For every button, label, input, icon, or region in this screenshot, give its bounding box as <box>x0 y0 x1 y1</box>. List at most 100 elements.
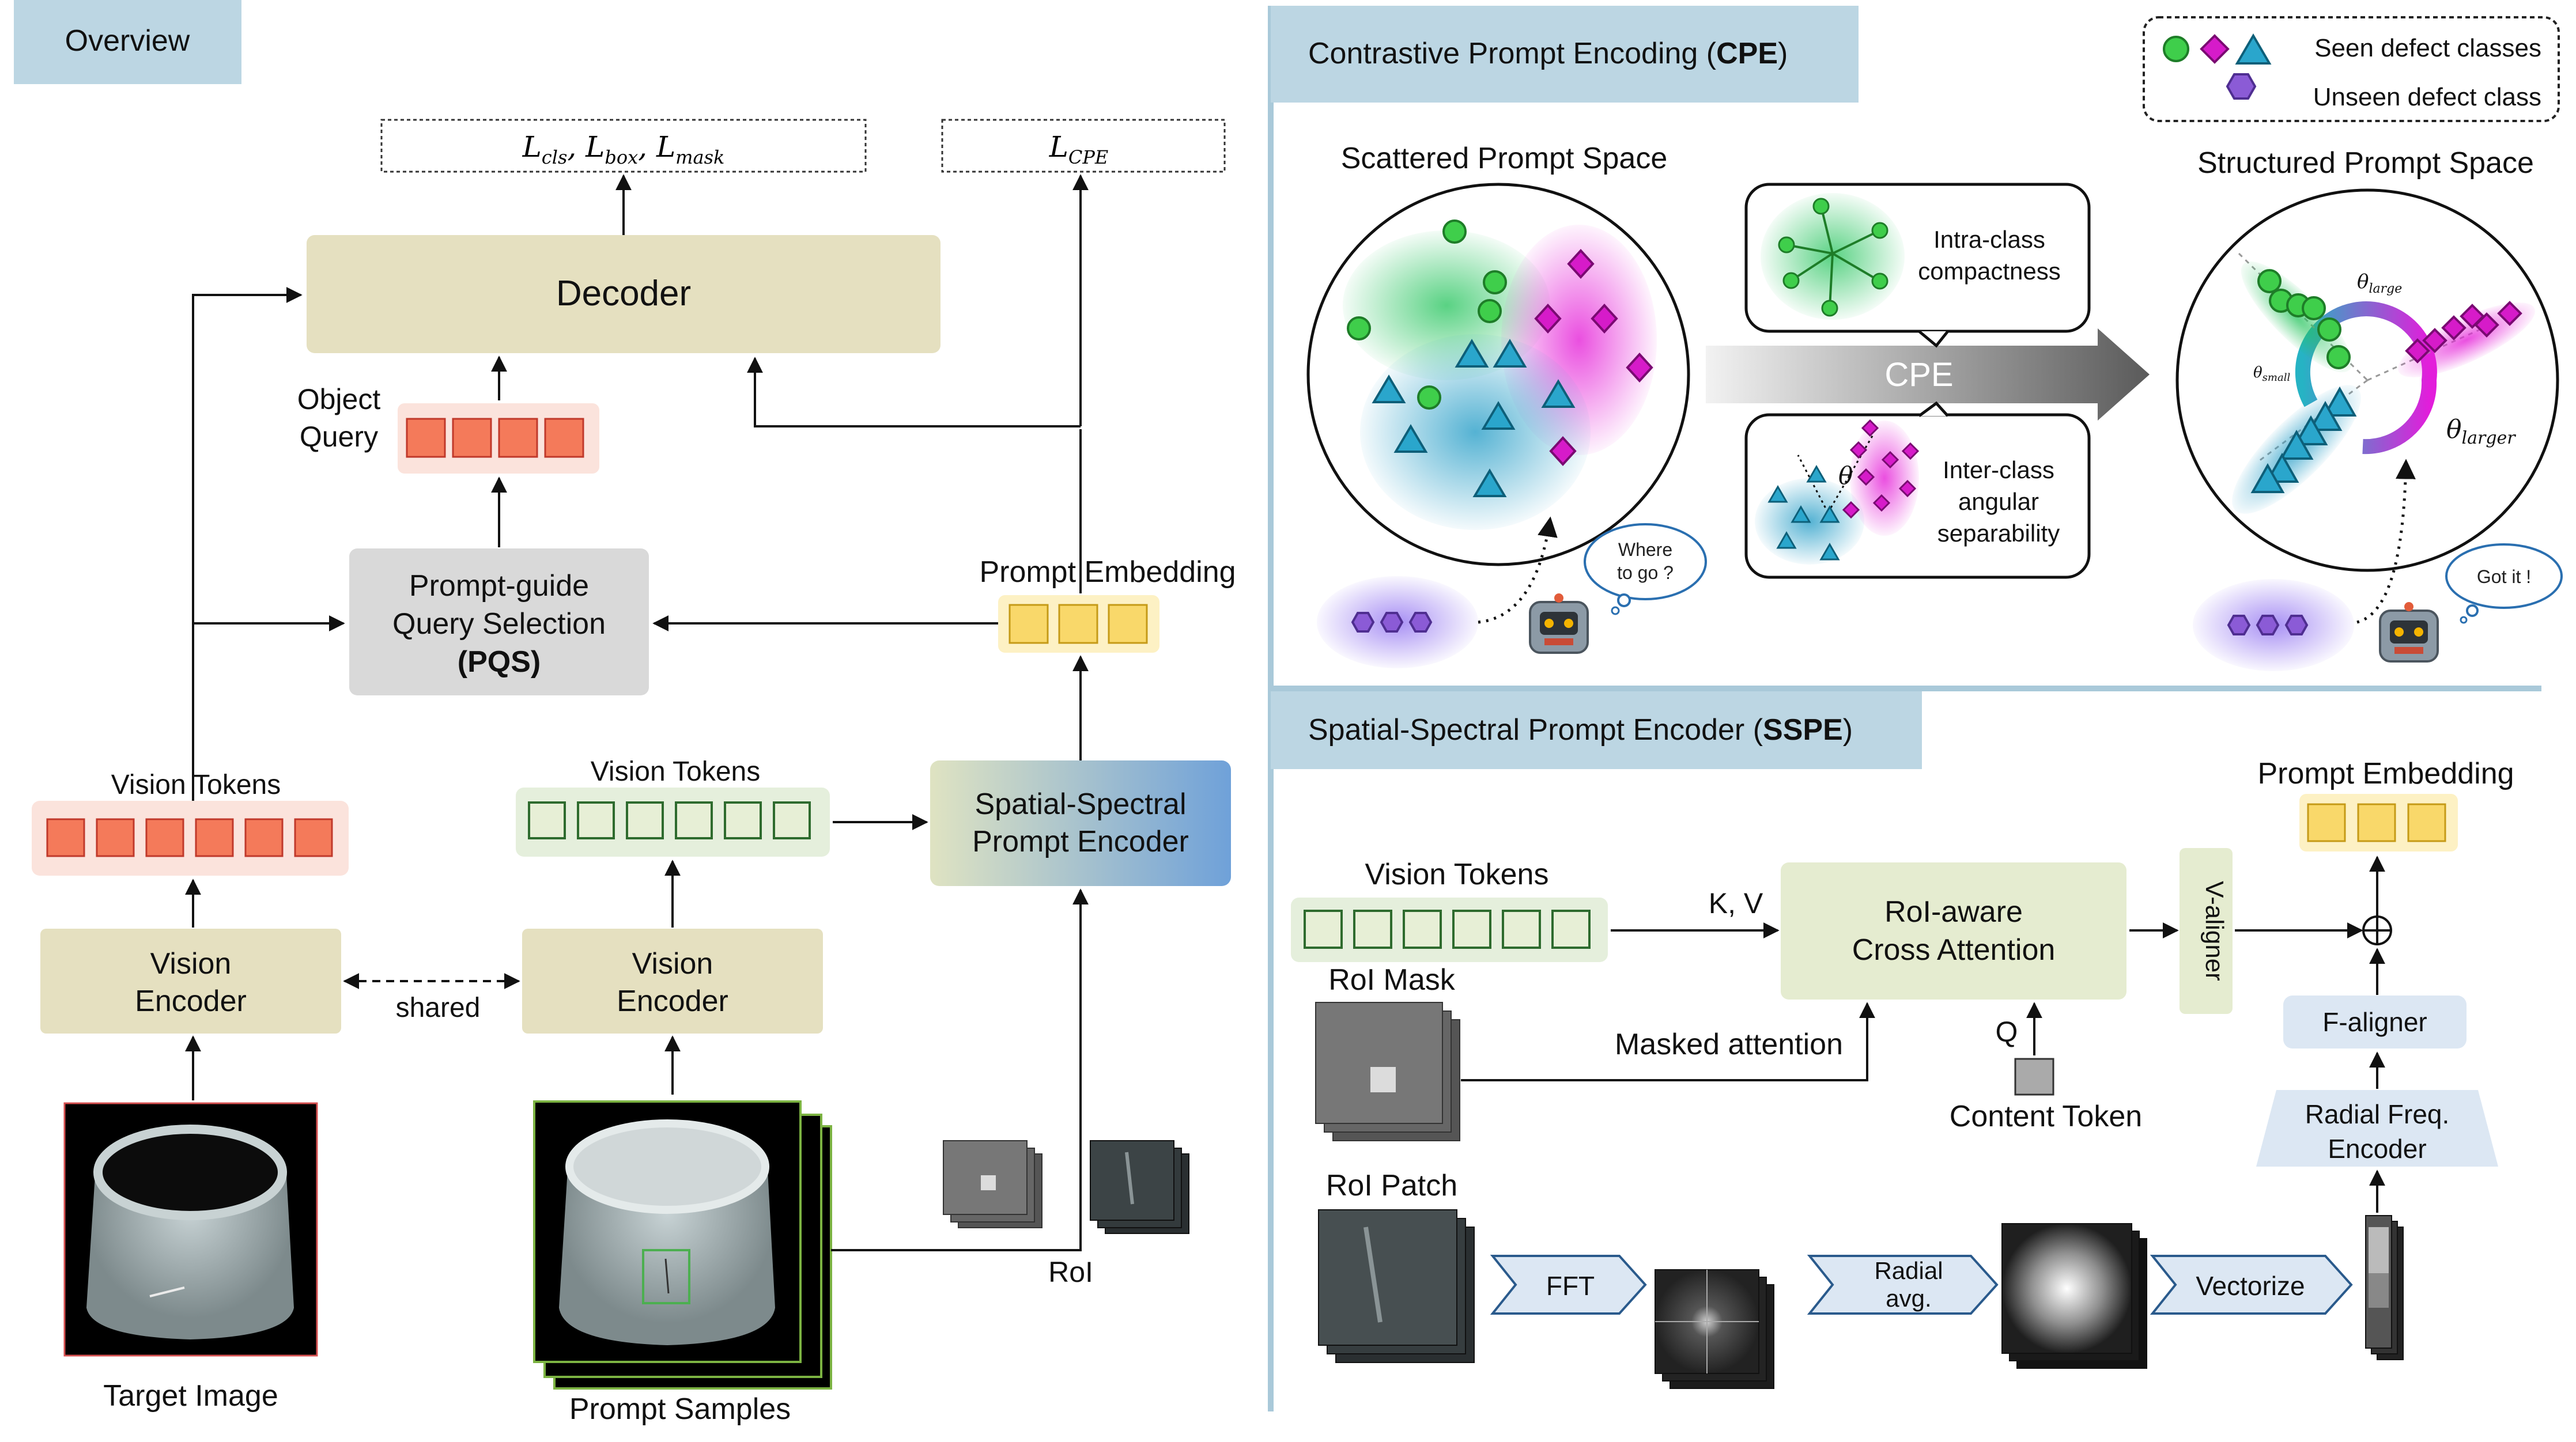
bubble-where-text-1: Where <box>1618 539 1672 560</box>
roi-label: RoI <box>1048 1256 1093 1288</box>
inter-class-label-1: Inter-class <box>1943 456 2054 483</box>
prompt-samples-stack <box>533 1100 832 1390</box>
roi-cross-label-2: Cross Attention <box>1852 933 2056 967</box>
vision-encoder-left <box>40 929 341 1034</box>
kv-label: K, V <box>1709 887 1763 919</box>
roi-mask-stack <box>1315 1002 1460 1141</box>
roi-cross-attention-block <box>1781 862 2126 1000</box>
legend-cyan-triangle-icon <box>2235 33 2272 65</box>
vectorize-step <box>2150 1255 2353 1315</box>
structured-space-title: Structured Prompt Space <box>2197 146 2534 180</box>
prompt-embedding-label: Prompt Embedding <box>979 555 1236 589</box>
cpe-panel: Contrastive Prompt Encoding (CPE) Seen d… <box>1271 6 2563 671</box>
object-query-label-2: Query <box>300 421 378 453</box>
cpe-loss-text: LCPE <box>1049 130 1109 168</box>
roi-mask-label: RoI Mask <box>1328 963 1456 997</box>
vision-tokens-left-label: Vision Tokens <box>111 770 281 800</box>
legend-purple-hexagon-icon <box>2226 73 2257 100</box>
legend-magenta-diamond-icon <box>2200 34 2230 64</box>
robot-right-icon <box>2379 602 2439 663</box>
radial-freq-encoder-block <box>2256 1090 2498 1167</box>
scattered-space-title: Scattered Prompt Space <box>1341 142 1668 175</box>
object-query-label-1: Object <box>297 383 381 415</box>
cpe-section-label: Contrastive Prompt Encoding (CPE) <box>1308 37 1788 70</box>
inter-class-label-3: separability <box>1937 520 2060 547</box>
f-aligner-block <box>2283 996 2467 1049</box>
roi-cross-label-1: RoI-aware <box>1884 895 2023 929</box>
vision-encoder-left-label-2: Encoder <box>135 985 247 1018</box>
target-image-label: Target Image <box>103 1379 278 1413</box>
main-loss-box <box>380 119 867 173</box>
decoder-block <box>307 235 940 353</box>
cpe-transform-arrow <box>1706 328 2150 421</box>
sspe-label-box <box>1271 691 1922 769</box>
sspe-label-2: Prompt Encoder <box>972 825 1189 858</box>
v-aligner-label: V-aligner <box>2200 881 2228 981</box>
vectorize-label: Vectorize <box>2196 1271 2305 1301</box>
legend-unseen-label: Unseen defect class <box>2313 83 2541 111</box>
theta-small-label: θsmall <box>2253 364 2290 384</box>
decoder-label: Decoder <box>556 274 691 313</box>
vision-encoder-right-label-2: Encoder <box>617 985 728 1018</box>
target-image <box>63 1102 318 1357</box>
structured-cyan-points <box>2250 386 2357 493</box>
overview-label: Overview <box>65 24 190 58</box>
theta-larger-label: θlarger <box>2446 415 2516 448</box>
radial-average-stack <box>2001 1223 2147 1369</box>
pqs-block <box>349 548 649 695</box>
vision-tokens-left-row <box>46 818 333 857</box>
roi-patch-label: RoI Patch <box>1326 1169 1457 1202</box>
intra-class-label-2: compactness <box>1918 258 2060 285</box>
roi-patch-mini <box>1090 1140 1189 1234</box>
pqs-label-2: Query Selection <box>392 607 606 641</box>
radial-avg-label-2: avg. <box>1886 1285 1931 1312</box>
legend-seen-label: Seen defect classes <box>2314 34 2541 62</box>
vision-tokens-mid-label: Vision Tokens <box>591 756 760 787</box>
v-aligner-block <box>2180 848 2233 1014</box>
object-query-token-row <box>406 418 584 458</box>
vision-encoder-right-label-1: Vision <box>632 947 713 981</box>
structured-magenta-points <box>2405 301 2522 364</box>
radial-encoder-label-1: Radial Freq. <box>2305 1099 2450 1129</box>
legend-green-circle-icon <box>2163 36 2189 62</box>
vision-encoder-right <box>522 929 823 1034</box>
sspe-block <box>930 760 1231 886</box>
f-aligner-label: F-aligner <box>2322 1007 2427 1037</box>
prompt-embedding-token-row <box>1009 604 1148 644</box>
q-label: Q <box>1996 1016 2018 1048</box>
fft-label: FFT <box>1546 1271 1595 1301</box>
intra-class-label-1: Intra-class <box>1933 226 2045 253</box>
inter-theta-label: θ <box>1838 461 1853 490</box>
radial-avg-label-1: Radial <box>1874 1257 1943 1284</box>
theta-large-label: θlarge <box>2357 270 2402 296</box>
vision-encoder-left-label-1: Vision <box>150 947 232 981</box>
cpe-loss-box <box>941 119 1226 173</box>
sspe-label-1: Spatial-Spectral <box>975 788 1186 821</box>
roi-mask-mini <box>943 1140 1043 1228</box>
bubble-where-text-2: to go ? <box>1617 562 1674 583</box>
fft-spectrum-stack <box>1655 1269 1774 1389</box>
masked-attention-label: Masked attention <box>1615 1028 1843 1061</box>
overview-panel: Overview Lcls, Lbox, Lmask LCPE Decoder … <box>14 0 1236 1426</box>
overview-label-box <box>14 0 241 84</box>
roi-patch-stack <box>1318 1209 1475 1363</box>
bubble-got-it-text: Got it ! <box>2477 566 2531 587</box>
cpe-arrow-label: CPE <box>1884 356 1953 393</box>
cpe-label-box <box>1271 6 1859 103</box>
speech-bubble-got-it: Got it ! <box>2445 543 2563 624</box>
content-token-label: Content Token <box>1950 1100 2142 1133</box>
main-loss-text: Lcls, Lbox, Lmask <box>522 130 725 168</box>
fft-step <box>1490 1255 1647 1315</box>
speech-bubble-where: Where to go ? <box>1584 523 1707 615</box>
sspe-panel: Spatial-Spectral Prompt Encoder (SSPE) P… <box>1271 691 2514 1389</box>
inter-class-label-2: angular <box>1958 488 2039 515</box>
shared-label: shared <box>396 993 481 1023</box>
sspe-section-label: Spatial-Spectral Prompt Encoder (SSPE) <box>1308 713 1853 747</box>
vision-tokens-mid-row <box>528 801 811 839</box>
radial-encoder-label-2: Encoder <box>2328 1134 2426 1164</box>
pqs-label-1: Prompt-guide <box>409 569 589 603</box>
prompt-samples-label: Prompt Samples <box>569 1392 791 1426</box>
sspe-vision-tokens-label: Vision Tokens <box>1365 858 1549 891</box>
radial-avg-step <box>1807 1255 1999 1315</box>
